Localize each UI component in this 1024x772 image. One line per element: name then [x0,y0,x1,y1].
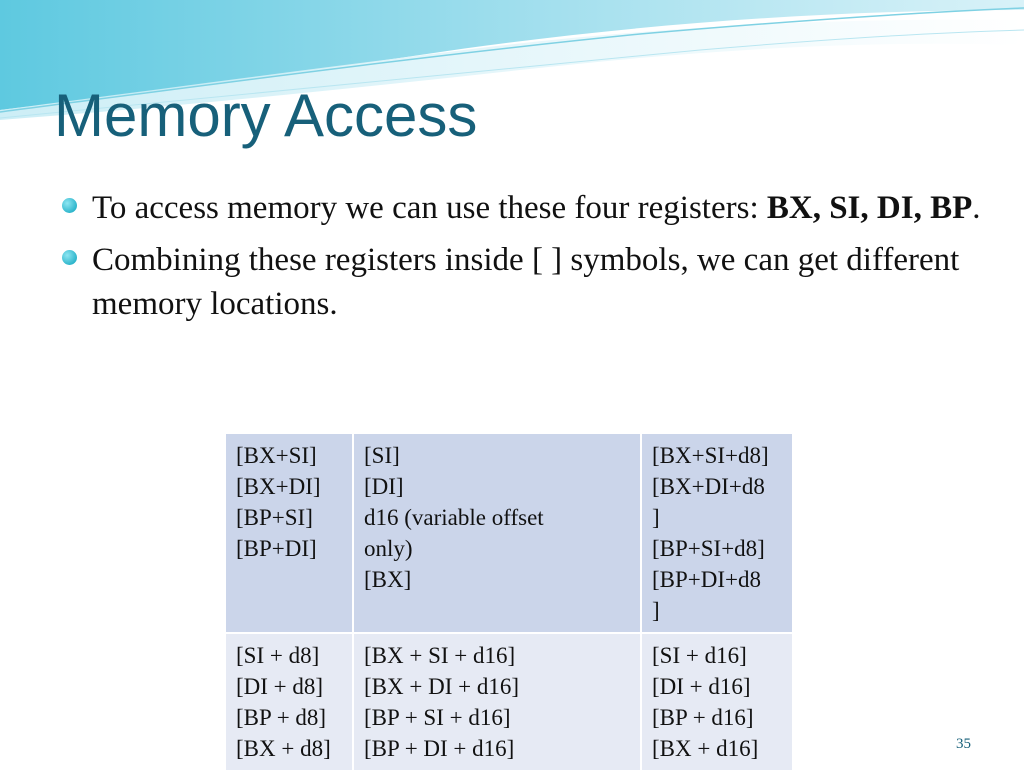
cell-line: [SI + d16] [652,643,747,668]
cell-line: [BP+DI+d8 [652,567,762,592]
cell-line: [BX+DI+d8 [652,474,765,499]
cell-line: [BP + d8] [236,705,327,730]
cell-line: [BX] [364,567,412,592]
cell-line: ] [652,505,660,530]
table-row: [SI + d8] [DI + d8] [BP + d8] [BX + d8] … [224,632,794,772]
table-cell: [SI + d8] [DI + d8] [BP + d8] [BX + d8] [224,632,354,772]
slide-title: Memory Access [54,82,478,149]
bullet-text-end: . [972,190,981,226]
header-wave-decoration [0,0,1024,120]
cell-line: [BP + d16] [652,705,754,730]
bullet-dot-icon [62,198,77,213]
cell-line: only) [364,536,413,561]
table-row: [BX+SI] [BX+DI] [BP+SI] [BP+DI] [SI] [DI… [224,432,794,634]
bullet-text: To access memory we can use these four r… [92,190,767,226]
bullet-text: Combining these registers inside [ ] sym… [92,242,960,322]
cell-line: [SI + d8] [236,643,320,668]
cell-line: [DI] [364,474,404,499]
cell-line: [BX + d8] [236,736,331,761]
cell-line: [BX + DI + d16] [364,674,519,699]
cell-line: [BP+DI] [236,536,317,561]
bullet-item: To access memory we can use these four r… [62,186,982,230]
cell-line: [BP+SI+d8] [652,536,765,561]
table-cell: [BX+SI] [BX+DI] [BP+SI] [BP+DI] [224,432,354,634]
cell-line: d16 (variable offset [364,505,544,530]
table-cell: [SI + d16] [DI + d16] [BP + d16] [BX + d… [640,632,794,772]
page-number: 35 [956,736,971,752]
cell-line: [BP + SI + d16] [364,705,511,730]
cell-line: [BP+SI] [236,505,313,530]
table-cell: [BX + SI + d16] [BX + DI + d16] [BP + SI… [352,632,642,772]
cell-line: [DI + d16] [652,674,751,699]
cell-line: [SI] [364,443,400,468]
table-cell: [SI] [DI] d16 (variable offset only) [BX… [352,432,642,634]
cell-line: [BX+DI] [236,474,321,499]
bullet-dot-icon [62,250,77,265]
cell-line: [BX + d16] [652,736,759,761]
bullet-item: Combining these registers inside [ ] sym… [62,238,982,326]
cell-line: [BX+SI+d8] [652,443,769,468]
cell-line: [BX + SI + d16] [364,643,516,668]
cell-line: [BP + DI + d16] [364,736,515,761]
addressing-modes-table: [BX+SI] [BX+DI] [BP+SI] [BP+DI] [SI] [DI… [224,432,794,772]
table-cell: [BX+SI+d8] [BX+DI+d8 ] [BP+SI+d8] [BP+DI… [640,432,794,634]
bullet-bold-text: BX, SI, DI, BP [766,190,973,226]
cell-line: [BX+SI] [236,443,317,468]
cell-line: ] [652,598,660,623]
cell-line: [DI + d8] [236,674,324,699]
bullet-list: To access memory we can use these four r… [62,186,982,334]
